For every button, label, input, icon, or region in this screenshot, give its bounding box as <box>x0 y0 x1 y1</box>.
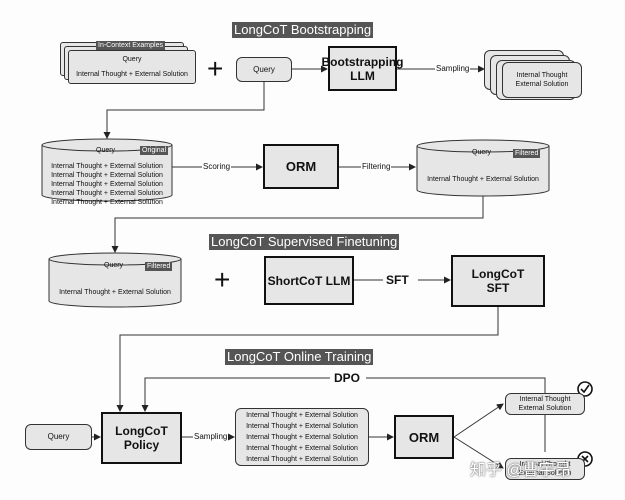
cylinder-original <box>41 145 173 202</box>
arrow-filtered-to-sft-data <box>111 195 484 253</box>
shortcot-llm: ShortCoT LLM <box>264 256 354 305</box>
online-sample-row: Internal Thought + External Solution <box>246 444 358 452</box>
orm-box-1: ORM <box>263 144 339 189</box>
sampling-label-2: Sampling <box>193 432 229 442</box>
original-row: Internal Thought + External Solution <box>51 199 163 206</box>
sft-data-tag: Filtered <box>145 262 173 271</box>
arrow-query-to-original <box>103 82 265 139</box>
bootstrapping-llm: Bootstrapping LLM <box>322 46 404 91</box>
sample-output: Internal Thought External Solution <box>502 62 582 98</box>
arrow-dpo-loop <box>366 377 546 392</box>
icl-examples: Query Internal Thought + External Soluti… <box>68 50 196 84</box>
section-title-finetuning: LongCoT Supervised Finetuning <box>209 234 400 250</box>
online-sample-row: Internal Thought + External Solution <box>246 455 358 463</box>
filtered-query: Query <box>472 149 492 156</box>
online-sample-row: Internal Thought + External Solution <box>246 411 358 419</box>
original-row: Internal Thought + External Solution <box>51 163 163 170</box>
original-row: Internal Thought + External Solution <box>51 172 163 179</box>
check-icon <box>577 381 593 397</box>
dpo-label: DPO <box>331 371 364 385</box>
sft-label: SFT <box>384 273 411 287</box>
arrow-sft-to-policy <box>116 307 499 412</box>
longcot-policy: LongCoT Policy <box>101 412 182 464</box>
section-title-bootstrapping: LongCoT Bootstrapping <box>232 22 374 38</box>
icl-query: Query <box>122 56 142 63</box>
watermark: 知乎 @曹宇昂 <box>470 462 571 479</box>
online-samples: Internal Thought + External Solution Int… <box>235 408 369 466</box>
scoring-label: Scoring <box>202 162 232 172</box>
original-rows: Internal Thought + External Solution Int… <box>42 162 172 207</box>
good-output: Internal Thought External Solution <box>505 393 585 415</box>
sft-data-solution: Internal Thought + External Solution <box>59 289 171 296</box>
arrow-orm-to-bad <box>453 436 504 469</box>
icl-label: In-Context Examples <box>96 41 165 50</box>
filtering-label: Filtering <box>361 162 392 172</box>
filtered-solution: Internal Thought + External Solution <box>427 176 539 183</box>
original-row: Internal Thought + External Solution <box>51 181 163 188</box>
online-sample-row: Internal Thought + External Solution <box>246 422 358 430</box>
icl-solution: Internal Thought + External Solution <box>76 71 188 78</box>
filtered-tag: Filtered <box>513 149 541 158</box>
arrow-orm-to-good <box>453 403 504 438</box>
bad-output: Internal Thought External Solution <box>505 458 585 480</box>
arrow-dpo-to-policy <box>141 377 330 412</box>
sampling-label-1: Sampling <box>435 64 471 74</box>
online-query: Query <box>25 424 92 450</box>
plus-sign: + <box>207 53 224 84</box>
original-query: Query <box>96 147 116 154</box>
longcot-sft: LongCoT SFT <box>451 255 545 307</box>
cylinder-filtered <box>416 146 550 197</box>
online-sample-row: Internal Thought + External Solution <box>246 433 358 441</box>
sft-data-query: Query <box>104 262 124 269</box>
bootstrap-query: Query <box>236 57 292 82</box>
section-title-online: LongCoT Online Training <box>225 349 374 365</box>
original-row: Internal Thought + External Solution <box>51 190 163 197</box>
plus-sign-2: + <box>214 264 231 295</box>
original-tag: Original <box>140 146 169 155</box>
orm-box-2: ORM <box>394 415 454 459</box>
